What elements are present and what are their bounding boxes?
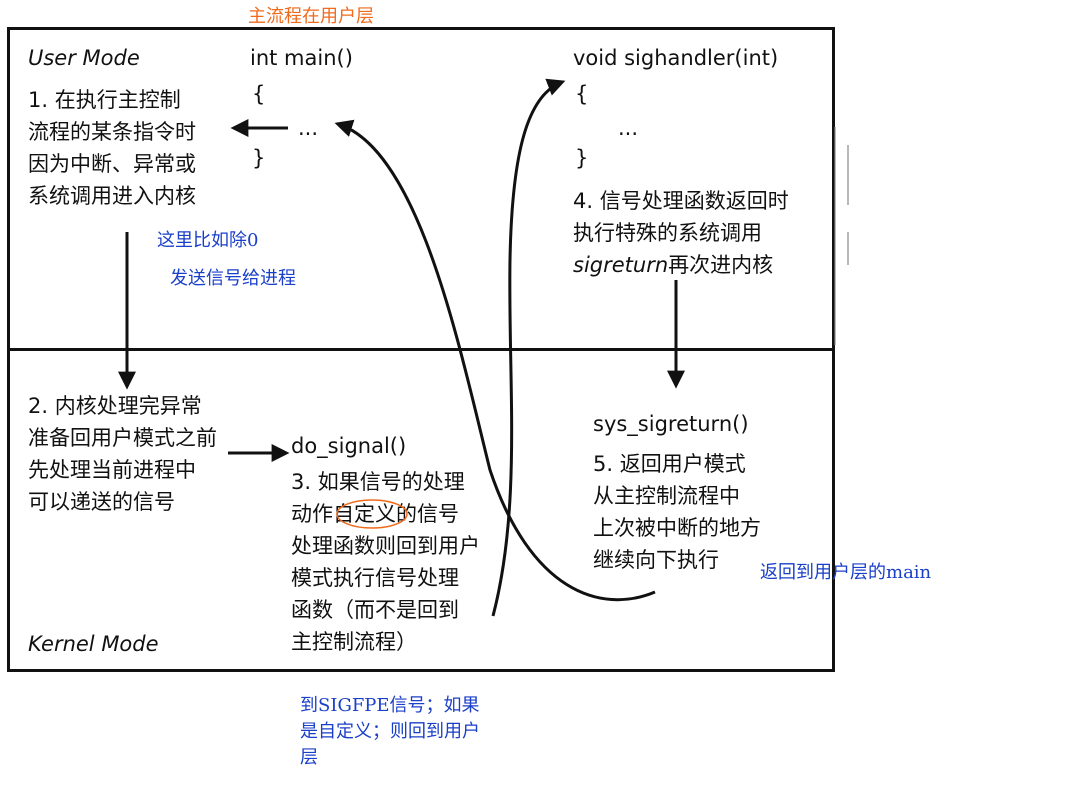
- curve-return-to-main: [334, 119, 656, 602]
- mode-divider: [7, 348, 835, 351]
- handler-body-ellipsis: ...: [618, 116, 639, 140]
- kernel-mode-label: Kernel Mode: [28, 632, 159, 656]
- step3-text: 3. 如果信号的处理 动作自定义的信号 处理函数则回到用户 模式执行信号处理 函…: [291, 470, 480, 654]
- step4-text: 4. 信号处理函数返回时 执行特殊的系统调用 sigreturn再次进内核: [573, 189, 789, 277]
- main-close-brace: }: [252, 146, 266, 170]
- sigfpe-annotation: 到SIGFPE信号；如果 是自定义；则回到用户 层: [300, 695, 480, 768]
- handler-open-brace: {: [575, 82, 589, 106]
- step2-text: 2. 内核处理完异常 准备回用户模式之前 先处理当前进程中 可以递送的信号: [28, 394, 217, 514]
- main-signature: int main(): [250, 46, 353, 70]
- sigreturn-word: sigreturn: [573, 253, 669, 277]
- user-mode-label: User Mode: [28, 46, 140, 70]
- main-flow-annotation: 主流程在用户层: [248, 6, 374, 27]
- step1-text: 1. 在执行主控制 流程的某条指令时 因为中断、异常或 系统调用进入内核: [28, 88, 196, 208]
- return-main-annotation: 返回到用户层的main: [760, 562, 932, 583]
- divide-by-zero-annotation: 这里比如除0: [157, 230, 259, 251]
- highlight-circle: [336, 499, 408, 529]
- curve-to-sighandler: [491, 78, 566, 617]
- send-signal-annotation: 发送信号给进程: [170, 268, 296, 289]
- do-signal-label: do_signal(): [291, 434, 407, 458]
- sys-sigreturn-label: sys_sigreturn(): [593, 412, 749, 436]
- handler-close-brace: }: [575, 146, 589, 170]
- handler-signature: void sighandler(int): [573, 46, 779, 70]
- step5-text: 5. 返回用户模式 从主控制流程中 上次被中断的地方 继续向下执行: [593, 452, 761, 572]
- main-body-ellipsis: ...: [298, 116, 319, 140]
- main-open-brace: {: [252, 82, 266, 106]
